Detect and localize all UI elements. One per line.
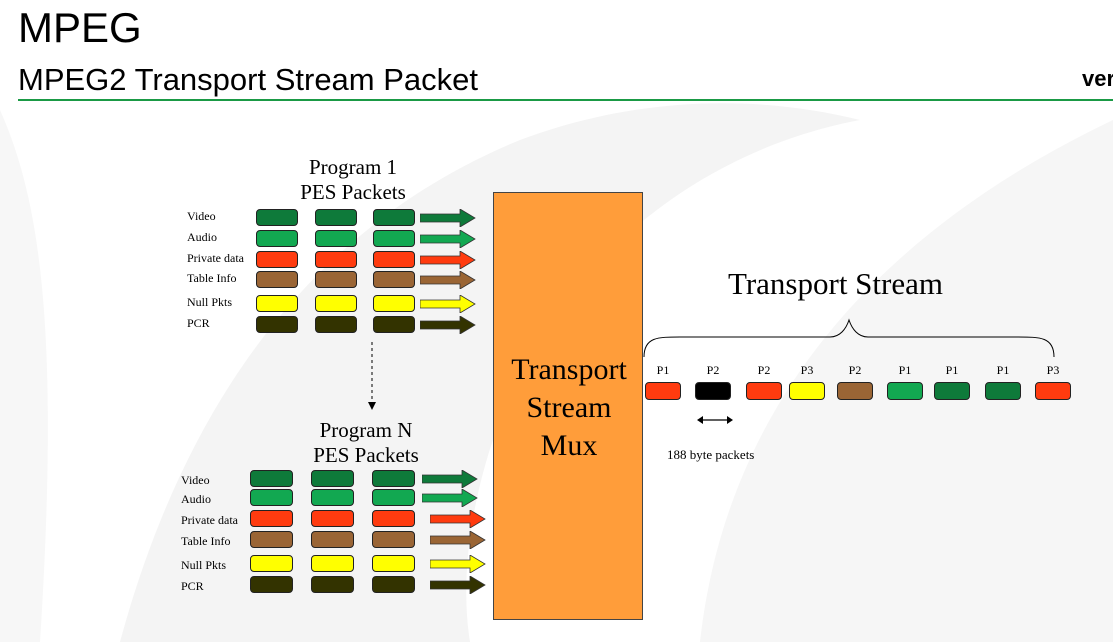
program1-row-label: Null Pkts [187, 295, 233, 309]
programN-flow-arrow [429, 530, 486, 550]
programN-subtitle: PES Packets [313, 443, 419, 467]
program1-pes-packet [315, 295, 357, 312]
program1-flow-arrow [419, 208, 476, 228]
program1-flow-arrow [419, 315, 476, 335]
program1-header: Program 1 PES Packets [283, 155, 423, 205]
program1-pes-packet [256, 316, 298, 333]
program1-pes-packet [256, 251, 298, 268]
program1-subtitle: PES Packets [300, 180, 406, 204]
program1-row-label: Private data [187, 251, 244, 265]
ts-packet [837, 382, 873, 400]
programN-pes-packet [250, 489, 293, 506]
transport-stream-title: Transport Stream [728, 266, 943, 301]
programN-pes-packet [372, 576, 415, 593]
program1-flow-arrow [419, 294, 476, 314]
packet-size-arrow [697, 416, 733, 424]
programN-pes-packet [250, 555, 293, 572]
program1-pes-packet [256, 295, 298, 312]
program1-flow-arrow [419, 250, 476, 270]
programN-pes-packet [250, 531, 293, 548]
transport-stream-mux: Transport Stream Mux [493, 192, 643, 620]
program1-pes-packet [373, 230, 415, 247]
ts-packet [934, 382, 970, 400]
programN-row-label: Video [181, 473, 210, 487]
programN-pes-packet [250, 576, 293, 593]
company-logo: ver [1082, 66, 1113, 91]
programN-pes-packet [372, 470, 415, 487]
slide-subtitle: MPEG2 Transport Stream Packet [18, 62, 479, 97]
programN-pes-packet [311, 555, 354, 572]
program1-pes-packet [315, 271, 357, 288]
ts-packet [887, 382, 923, 400]
program1-flow-arrow [419, 270, 476, 290]
packet-size-label: 188 byte packets [667, 447, 755, 462]
mux-label-line2: Stream [526, 391, 612, 424]
programN-pes-packet [372, 489, 415, 506]
programN-pes-packet [311, 470, 354, 487]
programN-pes-packet [372, 531, 415, 548]
program1-row-label: PCR [187, 316, 210, 330]
program1-pes-packet [315, 316, 357, 333]
program1-pes-packet [315, 209, 357, 226]
mux-label: Transport Stream Mux [494, 351, 644, 465]
title-divider [18, 99, 1113, 101]
programN-pes-packet [372, 510, 415, 527]
programN-flow-arrow [429, 509, 486, 529]
program1-pes-packet [373, 251, 415, 268]
program1-pes-packet [373, 209, 415, 226]
ts-packet [985, 382, 1021, 400]
ts-packet-label: P1 [656, 363, 670, 377]
slide-title: MPEG [18, 4, 142, 51]
programN-pes-packet [250, 510, 293, 527]
programN-pes-packet [250, 470, 293, 487]
ts-packet-label: P2 [706, 363, 720, 377]
ts-packet-label: P3 [1046, 363, 1060, 377]
ts-packet [789, 382, 825, 400]
programN-row-label: Audio [181, 492, 211, 506]
program1-flow-arrow [419, 229, 476, 249]
program1-pes-packet [373, 316, 415, 333]
programN-row-label: Null Pkts [181, 558, 227, 572]
ts-packet-label: P3 [800, 363, 814, 377]
program1-pes-packet [256, 271, 298, 288]
programN-row-label: PCR [181, 579, 204, 593]
programN-pes-packet [311, 510, 354, 527]
ts-packet-label: P1 [945, 363, 959, 377]
programN-flow-arrow [429, 575, 486, 595]
ts-packet-label: P1 [898, 363, 912, 377]
ts-packet-label: P2 [757, 363, 771, 377]
programN-header: Program N PES Packets [296, 418, 436, 468]
programN-pes-packet [311, 489, 354, 506]
programN-row-label: Table Info [181, 534, 231, 548]
ts-packet-label: P2 [848, 363, 862, 377]
program1-row-label: Audio [187, 230, 217, 244]
programN-flow-arrow [421, 488, 478, 508]
programN-flow-arrow [429, 554, 486, 574]
program1-pes-packet [256, 209, 298, 226]
program1-pes-packet [373, 295, 415, 312]
program1-title: Program 1 [308, 155, 398, 179]
mux-label-line3: Mux [540, 429, 598, 462]
programN-title: Program N [319, 418, 413, 442]
program1-pes-packet [315, 251, 357, 268]
ts-packet-label: P1 [996, 363, 1010, 377]
program1-pes-packet [256, 230, 298, 247]
programN-flow-arrow [421, 469, 478, 489]
programN-pes-packet [372, 555, 415, 572]
ts-packet [746, 382, 782, 400]
programN-row-label: Private data [181, 513, 238, 527]
transport-stream-brace [643, 318, 1055, 358]
ts-packet [645, 382, 681, 400]
program1-pes-packet [373, 271, 415, 288]
programN-pes-packet [311, 576, 354, 593]
program1-row-label: Video [187, 209, 216, 223]
program-continuation-arrow [368, 342, 376, 410]
ts-packet [1035, 382, 1071, 400]
ts-packet [695, 382, 731, 400]
mux-label-line1: Transport [511, 353, 627, 386]
program1-row-label: Table Info [187, 271, 237, 285]
programN-pes-packet [311, 531, 354, 548]
program1-pes-packet [315, 230, 357, 247]
